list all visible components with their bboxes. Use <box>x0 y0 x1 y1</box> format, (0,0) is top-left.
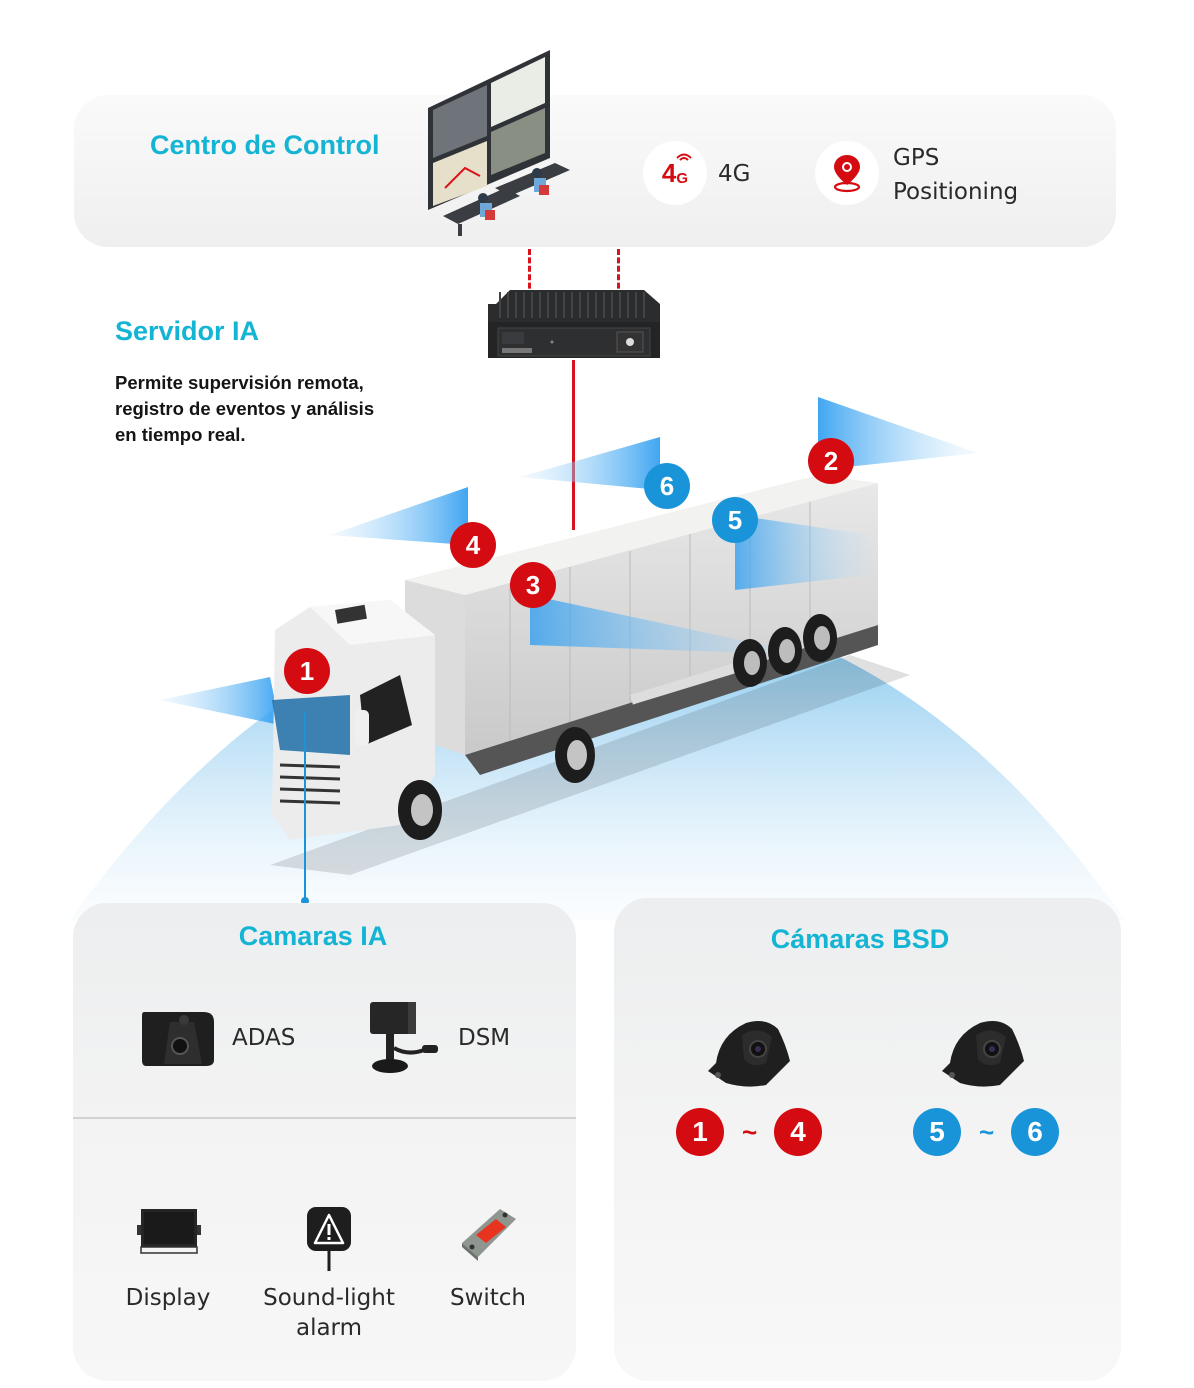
camera-badge-5: 5 <box>712 497 758 543</box>
camera-beam-2 <box>818 397 978 470</box>
gps-icon-circle <box>815 141 879 205</box>
ai-cameras-panel <box>73 903 576 1381</box>
camera-badge-4: 4 <box>450 522 496 568</box>
server-title: Servidor IA <box>115 316 260 346</box>
map-pin-icon <box>833 155 861 193</box>
bsd-range-end-badge: 6 <box>1011 1108 1059 1156</box>
bsd-range-separator: ~ <box>742 1117 758 1147</box>
bsd-camera-icon <box>942 1021 1024 1087</box>
camera-beam-6 <box>520 437 660 490</box>
ai-cameras-title: Camaras IA <box>238 921 388 951</box>
bsd-range-separator: ~ <box>979 1117 995 1147</box>
sound-light-alarm-label: Sound-light alarm <box>263 1285 395 1341</box>
gps-label: GPS Positioning <box>893 145 1019 205</box>
adas-label: ADAS <box>232 1025 296 1051</box>
camera-connector-line <box>304 712 306 902</box>
4g-icon-circle: 4G <box>643 141 707 205</box>
camera-beam-5 <box>735 515 870 590</box>
server-connection-line <box>572 360 575 530</box>
adas-camera-icon <box>142 1012 214 1066</box>
4g-signal-icon: 4G <box>662 153 692 186</box>
dsm-camera-icon <box>370 1002 438 1073</box>
dsm-label: DSM <box>458 1025 511 1051</box>
switch-label: Switch <box>449 1285 527 1311</box>
camera-badge-6: 6 <box>644 463 690 509</box>
4g-label: 4G <box>718 161 751 187</box>
section-divider <box>73 1117 576 1119</box>
video-wall-illustration <box>428 50 570 236</box>
server-description: Permite supervisión remota, registro de … <box>115 372 375 445</box>
control-center-panel <box>74 95 1116 247</box>
emergency-switch-icon <box>462 1209 516 1261</box>
bsd-range-end-badge: 4 <box>774 1108 822 1156</box>
camera-beam-3 <box>530 595 810 655</box>
bsd-cameras-title: Cámaras BSD <box>770 924 950 954</box>
display-label: Display <box>125 1285 211 1311</box>
connection-dashed-line-left <box>528 249 531 297</box>
display-monitor-icon <box>137 1209 201 1254</box>
bsd-range-start-badge: 1 <box>676 1108 724 1156</box>
camera-beam-1 <box>160 677 280 725</box>
sound-light-alarm-icon <box>307 1207 351 1271</box>
camera-connector-dot <box>301 897 309 905</box>
camera-badge-3: 3 <box>510 562 556 608</box>
bsd-camera-icon <box>708 1021 790 1087</box>
ai-server-device <box>488 290 660 358</box>
camera-badge-2: 2 <box>808 438 854 484</box>
connection-dashed-line-right <box>617 249 620 297</box>
bsd-range-start-badge: 5 <box>913 1108 961 1156</box>
control-center-title: Centro de Control <box>150 130 380 160</box>
camera-beam-4 <box>330 487 468 545</box>
truck-illustration <box>160 397 978 875</box>
camera-badge-1: 1 <box>284 648 330 694</box>
